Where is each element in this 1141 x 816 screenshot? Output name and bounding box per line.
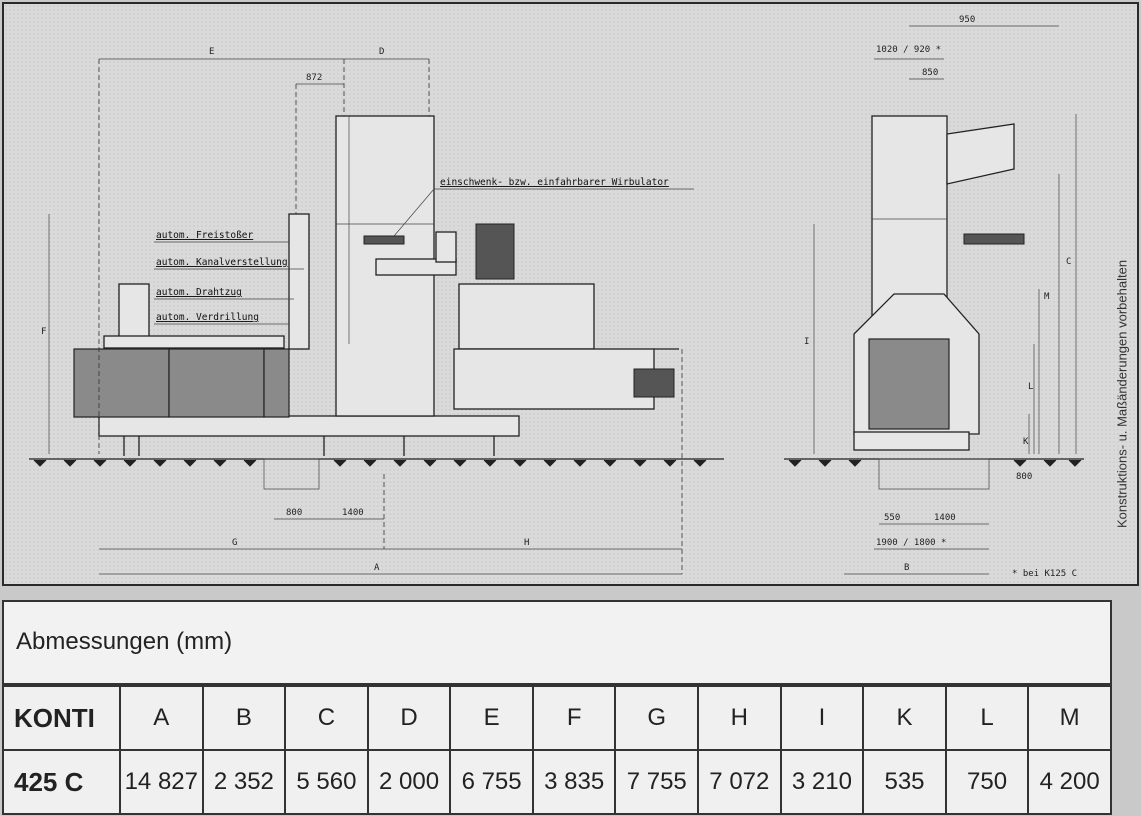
pit-front — [878, 458, 990, 490]
drawing-svg: E D 872 F G H A 800 1400 einschwenk- bzw… — [29, 15, 1084, 579]
dim-C: C — [1066, 257, 1071, 267]
table-title-box: Abmessungen (mm) — [2, 600, 1112, 685]
header-cell: M — [1027, 685, 1112, 751]
table-cell: 425 C — [2, 749, 121, 815]
bale-3 — [263, 348, 290, 418]
table-cell: 6 755 — [449, 749, 534, 815]
callout-freistosser: autom. Freistoßer — [156, 230, 254, 241]
side-note-text: Konstruktions- u. Maßänderungen vorbehal… — [1114, 259, 1130, 529]
ground-hatch-front — [788, 459, 1082, 467]
header-cell: E — [449, 685, 534, 751]
dim-1400-front: 1400 — [934, 513, 956, 523]
dim-D: D — [379, 47, 384, 57]
header-cell: A — [119, 685, 204, 751]
motor — [475, 223, 515, 280]
wirbulator-head — [363, 235, 405, 245]
dim-1400-side: 1400 — [342, 508, 364, 518]
wirbulator-arm — [375, 258, 457, 276]
table-cell: 3 210 — [779, 749, 865, 815]
table-row: 425 C 14 827 2 352 5 560 2 000 6 755 3 8… — [2, 749, 1112, 815]
front-chute — [946, 123, 1015, 185]
dim-E: E — [209, 47, 214, 57]
base-frame — [98, 415, 520, 437]
dim-F: F — [41, 327, 46, 337]
callout-wirbulator: einschwenk- bzw. einfahrbarer Wirbulator — [440, 177, 669, 188]
dim-I: I — [804, 337, 809, 347]
dim-800-side: 800 — [286, 508, 302, 518]
table-cell: 4 200 — [1027, 749, 1112, 815]
pit-side — [263, 458, 320, 490]
table-cell: 5 560 — [284, 749, 369, 815]
callout-drahtzug: autom. Drahtzug — [156, 287, 242, 298]
callout-kanalverstellung: autom. Kanalverstellung — [156, 257, 288, 268]
header-cell: C — [284, 685, 369, 751]
table-cell: 2 352 — [201, 749, 287, 815]
table-header-row: KONTI A B C D E F G H I K L M — [2, 685, 1112, 751]
bale-2 — [168, 348, 265, 418]
dim-1900: 1900 / 1800 * — [876, 538, 946, 548]
header-cell: H — [697, 685, 782, 751]
dim-H: H — [524, 538, 529, 548]
drive-housing — [458, 283, 595, 350]
side-note: Konstruktions- u. Maßänderungen vorbehal… — [1113, 204, 1131, 584]
dim-M: M — [1044, 292, 1050, 302]
header-cell: KONTI — [2, 685, 121, 751]
table-title: Abmessungen (mm) — [16, 628, 233, 655]
dim-G: G — [232, 538, 237, 548]
dim-950: 950 — [959, 15, 975, 25]
dimensions-table-section: Abmessungen (mm) KONTI A B C D E F G H I… — [2, 600, 1112, 815]
dim-K: K — [1023, 437, 1029, 447]
ground-hatch-side — [33, 459, 707, 467]
dimensions-table: KONTI A B C D E F G H I K L M 425 C 14 8… — [2, 685, 1112, 815]
dim-1020: 1020 / 920 * — [876, 45, 941, 55]
wire-mechanism — [288, 213, 310, 350]
dim-B: B — [904, 563, 909, 573]
table-cell: 535 — [862, 749, 947, 815]
header-cell: F — [531, 685, 617, 751]
dim-872: 872 — [306, 73, 322, 83]
dim-850: 850 — [922, 68, 938, 78]
front-tower — [871, 115, 948, 317]
table-cell: 3 835 — [531, 749, 617, 815]
table-cell: 750 — [944, 749, 1030, 815]
bale-1 — [73, 348, 170, 418]
dim-550: 550 — [884, 513, 900, 523]
bale-pusher — [118, 283, 150, 340]
header-cell: G — [614, 685, 700, 751]
header-cell: B — [201, 685, 287, 751]
footnote: * bei K125 C — [1012, 569, 1077, 579]
technical-drawing: E D 872 F G H A 800 1400 einschwenk- bzw… — [2, 2, 1139, 586]
callout-verdrillung: autom. Verdrillung — [156, 312, 259, 323]
dim-800-front: 800 — [1016, 472, 1032, 482]
front-bale — [868, 338, 950, 430]
dim-L: L — [1028, 382, 1033, 392]
header-cell: I — [779, 685, 865, 751]
dim-A: A — [374, 563, 380, 573]
table-cell: 7 755 — [614, 749, 700, 815]
press-cylinder — [453, 348, 655, 410]
table-cell: 7 072 — [697, 749, 782, 815]
table-cell: 2 000 — [366, 749, 452, 815]
header-cell: K — [862, 685, 947, 751]
header-cell: L — [944, 685, 1030, 751]
header-cell: D — [366, 685, 452, 751]
table-cell: 14 827 — [119, 749, 204, 815]
